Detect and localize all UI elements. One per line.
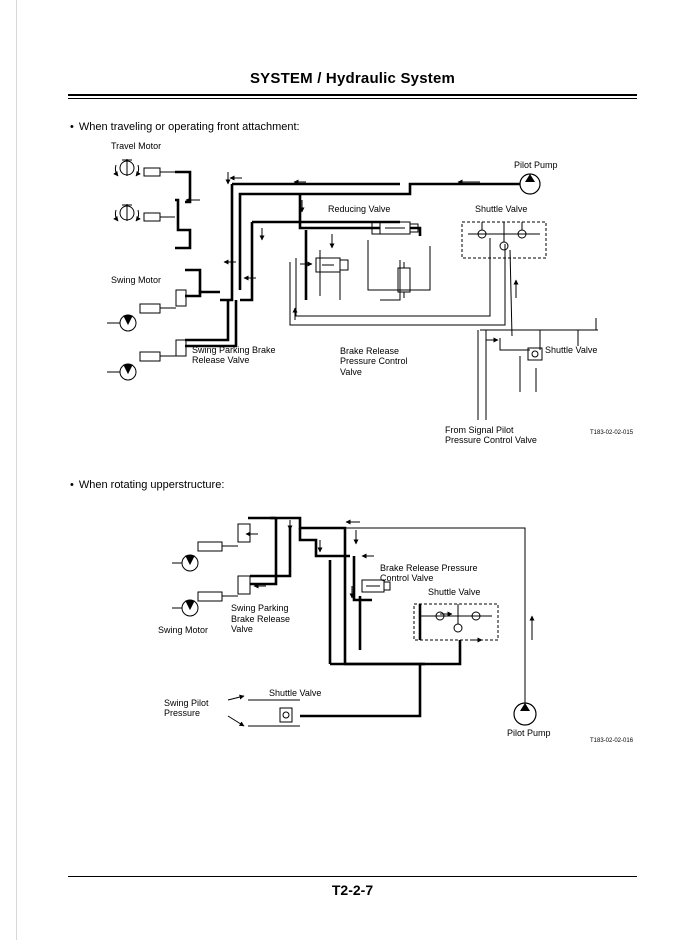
page-edge-line bbox=[16, 0, 17, 940]
drain-lines bbox=[289, 238, 598, 420]
lower-shuttle-valve bbox=[248, 699, 300, 727]
header-rule-thin bbox=[68, 98, 637, 99]
footer-rule bbox=[68, 876, 637, 877]
label-reducing-valve: Reducing Valve bbox=[328, 204, 390, 214]
label-swing-pilot-1: Swing Pilot bbox=[164, 698, 209, 708]
label-swing-parking-brake-1: Swing Parking Brake bbox=[192, 345, 276, 355]
shuttle-valve-block bbox=[461, 221, 547, 361]
main-lines-2 bbox=[248, 516, 462, 718]
reducing-valve-symbol bbox=[371, 221, 419, 235]
flow-arrows-2 bbox=[227, 520, 483, 727]
label-brake-release-3: Valve bbox=[340, 367, 362, 377]
brake-release-valve-symbol-2 bbox=[361, 579, 391, 593]
label-pilot-pump: Pilot Pump bbox=[514, 160, 558, 170]
travel-motor-symbols bbox=[113, 159, 175, 222]
swing-motor-symbols-2 bbox=[172, 523, 251, 617]
label-swing-parking-3: Valve bbox=[231, 624, 253, 634]
label-shuttle-valve-right: Shuttle Valve bbox=[545, 345, 597, 355]
hydraulic-diagram-traveling: Travel Motor Pilot Pump Reducing Valve S… bbox=[107, 141, 634, 445]
label-shuttle-valve-upper: Shuttle Valve bbox=[428, 587, 480, 597]
label-swing-parking-2: Brake Release bbox=[231, 614, 290, 624]
label-swing-parking-1: Swing Parking bbox=[231, 603, 289, 613]
pilot-supply-line bbox=[340, 519, 535, 703]
label-swing-parking-brake-2: Release Valve bbox=[192, 355, 249, 365]
page-title: SYSTEM / Hydraulic System bbox=[249, 70, 456, 87]
label-brake-release-2: Control Valve bbox=[380, 573, 433, 583]
shuttle-valve-block-2 bbox=[413, 603, 499, 641]
label-swing-motor: Swing Motor bbox=[111, 275, 161, 285]
relief-valve-symbol bbox=[397, 262, 411, 298]
figure-code-2: T183-02-02-016 bbox=[590, 738, 634, 744]
brake-release-valve-symbol bbox=[315, 257, 349, 273]
label-travel-motor: Travel Motor bbox=[111, 141, 161, 151]
label-brake-release-1: Brake Release bbox=[340, 346, 399, 356]
label-shuttle-valve-top: Shuttle Valve bbox=[475, 204, 527, 214]
page-number: T2-2-7 bbox=[331, 882, 374, 898]
label-from-signal-1: From Signal Pilot bbox=[445, 425, 514, 435]
label-from-signal-2: Pressure Control Valve bbox=[445, 435, 537, 445]
label-pilot-pump: Pilot Pump bbox=[507, 728, 551, 738]
pilot-pump-symbol bbox=[519, 173, 541, 195]
flow-arrows bbox=[185, 172, 519, 343]
label-brake-release-1: Brake Release Pressure bbox=[380, 563, 478, 573]
main-pilot-lines bbox=[175, 170, 520, 348]
label-shuttle-valve-lower: Shuttle Valve bbox=[269, 688, 321, 698]
swing-motor-symbols bbox=[107, 289, 187, 381]
header-rule-thick bbox=[68, 94, 637, 96]
label-brake-release-2: Pressure Control bbox=[340, 356, 408, 366]
label-swing-motor: Swing Motor bbox=[158, 625, 208, 635]
label-swing-pilot-2: Pressure bbox=[164, 708, 200, 718]
hydraulic-diagram-rotating: Brake Release Pressure Control Valve Shu… bbox=[158, 516, 634, 744]
figure-code-1: T183-02-02-015 bbox=[590, 430, 634, 436]
pilot-pump-symbol-2 bbox=[513, 702, 537, 726]
section-heading-traveling: When traveling or operating front attach… bbox=[70, 121, 300, 133]
section-heading-rotating: When rotating upperstructure: bbox=[70, 479, 225, 491]
